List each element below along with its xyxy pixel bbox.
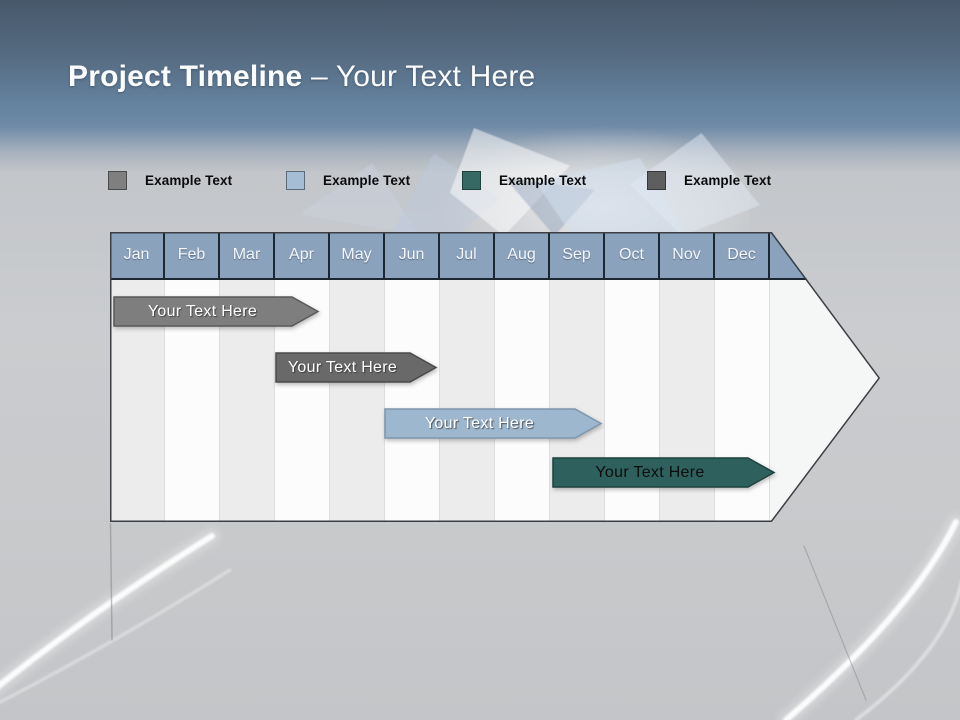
- bar-label: Your Text Here: [595, 463, 705, 481]
- bar-label: Your Text Here: [424, 414, 535, 432]
- legend-swatch: [286, 170, 305, 190]
- title-primary: Project Timeline: [68, 60, 303, 93]
- bar-label: Your Text Here: [147, 302, 258, 320]
- timeline-bar[interactable]: Your Text Here: [275, 352, 438, 383]
- legend-item[interactable]: Example Text: [647, 168, 771, 192]
- legend-label: Example Text: [499, 172, 587, 188]
- bar-label: Your Text Here: [287, 358, 398, 376]
- title-secondary: – Your Text Here: [310, 60, 536, 93]
- diamond-facet: [390, 153, 500, 236]
- legend-label: Example Text: [684, 172, 772, 188]
- legend-swatch: [647, 170, 666, 190]
- timeline-bar[interactable]: Your Text Here: [113, 296, 320, 327]
- legend-swatch: [462, 170, 481, 190]
- timeline-bar[interactable]: Your Text Here: [552, 457, 776, 488]
- legend-item[interactable]: Example Text: [108, 168, 232, 192]
- slide-title[interactable]: Project Timeline – Your Text Here: [68, 60, 535, 94]
- legend-item[interactable]: Example Text: [462, 168, 586, 192]
- legend-swatch: [108, 170, 127, 190]
- timeline-bar[interactable]: Your Text Here: [384, 408, 603, 439]
- legend-item[interactable]: Example Text: [286, 168, 410, 192]
- legend-label: Example Text: [323, 172, 411, 188]
- legend-label: Example Text: [145, 172, 233, 188]
